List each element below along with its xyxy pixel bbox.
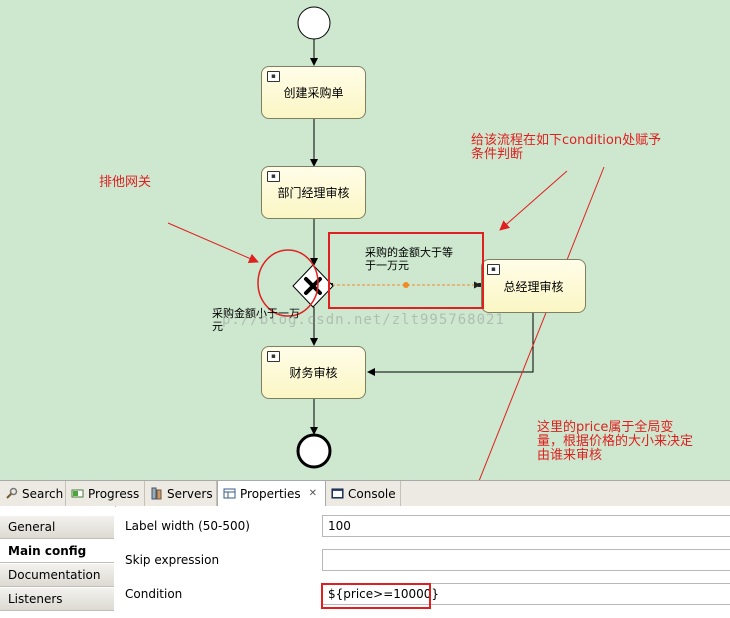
close-icon[interactable]: ✕ (308, 488, 318, 499)
label-width-input[interactable]: 100 (322, 515, 730, 537)
skip-expression-input[interactable] (322, 549, 730, 571)
process-diagram-canvas[interactable]: ▪ 创建采购单 ▪ 部门经理审核 ▪ 总经理审核 ▪ 财务审核 采购的金额大于等… (0, 0, 730, 480)
tab-console[interactable]: Console (326, 481, 401, 506)
user-task-icon: ▪ (267, 171, 280, 182)
sidebar-item-main-config[interactable]: Main config (0, 540, 114, 563)
servers-icon (149, 487, 163, 501)
annotation-price-note: 这里的price属于全局变 量，根据价格的大小来决定 由谁来审核 (537, 420, 694, 463)
search-icon (4, 487, 18, 501)
properties-main-config: Label width (50-500) 100 Skip expression… (116, 506, 730, 618)
task-create-purchase-order[interactable]: ▪ 创建采购单 (261, 66, 366, 119)
annotation-exclusive-gateway: 排他网关 (99, 175, 152, 190)
flow-label-amount-lt-10000[interactable]: 采购金额小于一万 元 (212, 307, 300, 333)
end-event[interactable] (296, 433, 332, 469)
task-general-manager-review[interactable]: ▪ 总经理审核 (481, 259, 586, 313)
sidebar-item-listeners[interactable]: Listeners (0, 588, 114, 611)
view-tab-bar: Search Progress Servers Properties ✕ Con… (0, 480, 730, 507)
annotation-arrow-flow (499, 170, 568, 231)
tab-servers[interactable]: Servers (145, 481, 217, 506)
annotation-arrow-condition (478, 166, 605, 480)
annotation-arrow-gateway (167, 222, 259, 264)
flow-highlight-box (328, 232, 484, 309)
console-icon (330, 487, 344, 501)
task-label: 财务审核 (289, 366, 338, 380)
user-task-icon: ▪ (487, 264, 500, 275)
skip-expression-label: Skip expression (125, 553, 220, 567)
gateway-highlight-ellipse (257, 249, 319, 317)
condition-input[interactable]: ${price>=10000} (322, 583, 730, 605)
tab-progress[interactable]: Progress (66, 481, 145, 506)
label-width-label: Label width (50-500) (125, 519, 250, 533)
progress-icon (70, 487, 84, 501)
task-label: 创建采购单 (283, 86, 344, 100)
tab-properties[interactable]: Properties ✕ (217, 481, 326, 506)
task-label: 部门经理审核 (277, 186, 350, 200)
sidebar-item-general[interactable]: General (0, 516, 114, 539)
flow-label-amount-ge-10000[interactable]: 采购的金额大于等 于一万元 (365, 246, 453, 272)
flow-midpoint-handle[interactable] (403, 282, 409, 288)
user-task-icon: ▪ (267, 71, 280, 82)
properties-icon (222, 487, 236, 501)
properties-sidebar: General Main config Documentation Listen… (0, 506, 115, 618)
flow-gm-to-finance[interactable] (367, 313, 534, 376)
user-task-icon: ▪ (267, 351, 280, 362)
task-dept-manager-review[interactable]: ▪ 部门经理审核 (261, 166, 366, 219)
sidebar-item-documentation[interactable]: Documentation (0, 564, 114, 587)
condition-highlight-box (321, 583, 431, 609)
diagram-connections (167, 6, 605, 480)
condition-label: Condition (125, 587, 183, 601)
annotation-condition-note: 给该流程在如下condition处赋予 条件判断 (471, 133, 662, 162)
task-finance-review[interactable]: ▪ 财务审核 (261, 346, 366, 399)
tab-search[interactable]: Search (0, 481, 66, 506)
task-label: 总经理审核 (503, 279, 564, 294)
start-event[interactable] (297, 6, 331, 40)
watermark-text: p://blog.csdn.net/zlt995768021 (222, 312, 505, 328)
flow-end-handle[interactable] (478, 283, 482, 287)
